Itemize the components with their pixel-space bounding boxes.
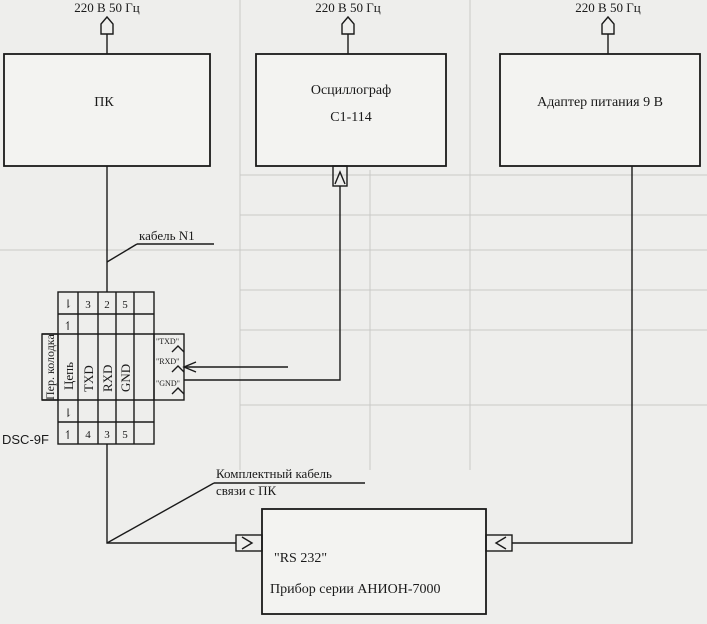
power-label-osc: 220 В 50 Гц — [315, 0, 380, 15]
gnd-wire — [184, 186, 341, 381]
side-label-rxd: "RXD" — [156, 357, 179, 366]
device-interface-label: "RS 232" — [274, 551, 327, 566]
device-connector-right — [485, 534, 513, 552]
side-label-txd: "TXD" — [156, 337, 179, 346]
adapter-label: Адаптер питания 9 В — [537, 95, 663, 110]
top-pin-1: 3 — [85, 299, 91, 311]
kit-cable-label-1: Комплектный кабель — [216, 466, 332, 481]
side-label-gnd: "GND" — [156, 379, 180, 388]
connector-block: ⇂ ↿ ⇂ ↿ 3 2 5 4 3 5 Пер. колодка Цепь TX… — [41, 291, 185, 445]
power-plug-pc: 220 В 50 Гц — [74, 0, 140, 54]
device-connector-left — [235, 534, 263, 552]
oscilloscope-label: Осциллограф — [311, 83, 391, 98]
arrow-up-icon: ↿ — [63, 319, 73, 333]
circuit-header: Цепь — [61, 362, 76, 390]
plug-icon — [601, 15, 615, 35]
top-pin-2: 2 — [104, 299, 110, 311]
oscilloscope-model: С1-114 — [330, 110, 371, 125]
background-ghost-grid — [0, 0, 707, 470]
arrow-left-icon — [182, 361, 197, 373]
kit-cable-label-2: связи с ПК — [216, 483, 276, 498]
bottom-pin-2: 3 — [104, 429, 110, 441]
signal-gnd: GND — [118, 364, 133, 392]
power-plug-osc: 220 В 50 Гц — [315, 0, 381, 54]
connector-row-label: Пер. колодка — [43, 334, 57, 400]
power-label-adapter: 220 В 50 Гц — [575, 0, 640, 15]
pc-label: ПК — [94, 95, 114, 110]
plug-icon — [100, 15, 114, 35]
signal-rxd: RXD — [100, 365, 115, 392]
top-pin-3: 5 — [122, 299, 128, 311]
bottom-pin-3: 5 — [122, 429, 128, 441]
power-plug-adapter: 220 В 50 Гц — [575, 0, 641, 54]
oscilloscope-block: Осциллограф С1-114 — [255, 53, 447, 187]
adapter-block: Адаптер питания 9 В — [499, 53, 701, 167]
pc-block: ПК — [3, 53, 211, 167]
cable-n1-label: кабель N1 — [139, 228, 195, 243]
arrow-up-icon: ↿ — [63, 428, 73, 442]
connector-label: DSC-9F — [2, 432, 49, 447]
arrow-down-icon: ⇂ — [63, 406, 73, 420]
arrow-down-icon: ⇂ — [63, 297, 73, 311]
signal-txd: TXD — [81, 365, 96, 392]
adapter-wire — [512, 166, 633, 544]
plug-icon — [341, 15, 355, 35]
bottom-pin-1: 4 — [85, 429, 91, 441]
device-name: Прибор серии АНИОН-7000 — [270, 582, 441, 597]
device-block: "RS 232" Прибор серии АНИОН-7000 — [235, 508, 513, 615]
power-label-pc: 220 В 50 Гц — [74, 0, 139, 15]
